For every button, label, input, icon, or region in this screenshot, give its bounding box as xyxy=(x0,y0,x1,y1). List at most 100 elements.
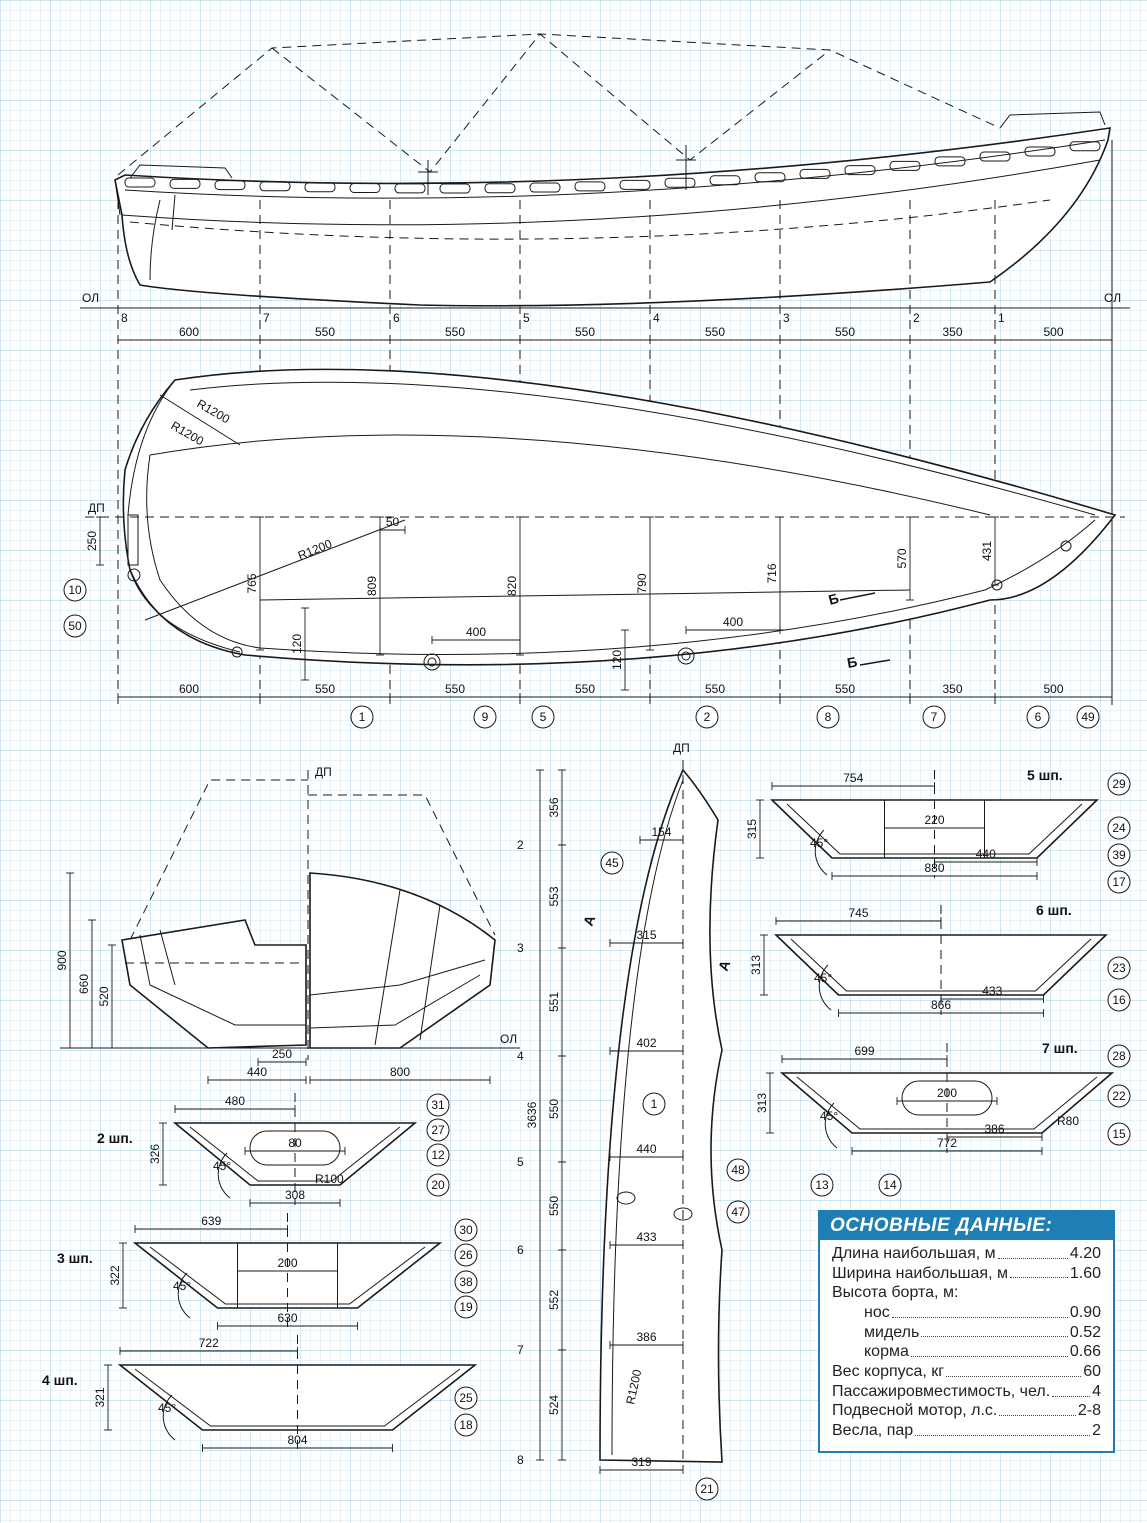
frame-height: 322 xyxy=(108,1265,122,1285)
callout-18-label: 18 xyxy=(459,1418,473,1432)
bottom-spacing: 550 xyxy=(315,682,335,696)
profile-spacing: 550 xyxy=(705,325,725,339)
bottom-spacing: 550 xyxy=(705,682,725,696)
frame-height: 313 xyxy=(755,1093,769,1113)
bottom-spacing: 550 xyxy=(575,682,595,696)
body-centerline-label: ДП xyxy=(315,765,332,779)
span-dim: 400 xyxy=(723,615,743,629)
callout-6: 6 xyxy=(1026,705,1050,729)
callout-30-label: 30 xyxy=(459,1223,473,1237)
frame-title: 6 шп. xyxy=(1036,902,1072,918)
callout-49-label: 49 xyxy=(1081,710,1095,724)
callout-15-label: 15 xyxy=(1112,1127,1126,1141)
body-height: 900 xyxy=(55,950,69,970)
frame-height: 321 xyxy=(93,1387,107,1407)
frame-inner-width: 80 xyxy=(288,1136,302,1150)
callout-10-label: 10 xyxy=(68,583,82,597)
body-sections xyxy=(60,770,520,1060)
body-width: 800 xyxy=(390,1065,410,1079)
spec-value: 60 xyxy=(1083,1363,1101,1381)
callout-8: 8 xyxy=(816,705,840,729)
callout-12-label: 12 xyxy=(431,1148,445,1162)
spec-value: 0.52 xyxy=(1069,1323,1101,1341)
callout-1: 1 xyxy=(642,1092,666,1116)
spec-value: 1.60 xyxy=(1069,1264,1101,1282)
spec-label: Подвесной мотор, л.с. xyxy=(832,1402,998,1420)
fender xyxy=(439,183,471,194)
callout-14-label: 14 xyxy=(883,1178,897,1192)
callout-31: 31 xyxy=(426,1093,450,1117)
spec-row: мидель 0.52 xyxy=(820,1323,1113,1343)
callout-38: 38 xyxy=(454,1270,478,1294)
callout-48-label: 48 xyxy=(731,1163,745,1177)
frame-bottom-width: 630 xyxy=(277,1311,297,1325)
frame-top-width: 745 xyxy=(848,906,868,920)
frame-half-width: 386 xyxy=(984,1122,1004,1136)
frame-angle: 45° xyxy=(814,971,832,985)
bottom-half-width: 440 xyxy=(636,1142,656,1156)
frame-height: 313 xyxy=(749,955,763,975)
fender xyxy=(889,160,921,171)
callout-13: 13 xyxy=(810,1173,834,1197)
fender xyxy=(664,177,696,188)
frame-inner-width: 200 xyxy=(277,1256,297,1270)
fender xyxy=(979,151,1011,162)
profile-spacing: 350 xyxy=(942,325,962,339)
bottom-spacing: 600 xyxy=(179,682,199,696)
callout-5: 5 xyxy=(531,705,555,729)
fender xyxy=(574,181,606,192)
spec-label: мидель xyxy=(864,1323,920,1341)
bottom-half-width: 154 xyxy=(651,825,671,839)
frame-title: 3 шп. xyxy=(57,1250,93,1266)
baseline-label-right: ОЛ xyxy=(1104,291,1121,305)
profile-spacing: 550 xyxy=(575,325,595,339)
callout-25-label: 25 xyxy=(459,1391,473,1405)
callout-8-label: 8 xyxy=(825,710,832,724)
fender xyxy=(394,183,426,194)
fender xyxy=(754,172,786,183)
callout-1-label: 1 xyxy=(651,1097,658,1111)
half-breadth: 716 xyxy=(765,563,779,583)
spec-leader xyxy=(915,1434,1091,1436)
half-breadth: 570 xyxy=(895,548,909,568)
frame-bottom-width: 772 xyxy=(937,1136,957,1150)
spec-label: корма xyxy=(864,1343,909,1361)
callout-29: 29 xyxy=(1107,772,1131,796)
bottom-half-width: 315 xyxy=(636,928,656,942)
fender xyxy=(484,183,516,194)
callout-24: 24 xyxy=(1107,816,1131,840)
callout-20-label: 20 xyxy=(431,1178,445,1192)
callout-12: 12 xyxy=(426,1143,450,1167)
spec-label: Ширина наибольшая, м xyxy=(832,1264,1008,1282)
frame-number-6: 6 xyxy=(393,311,400,325)
spec-leader xyxy=(921,1336,1068,1338)
frame-half-width: 440 xyxy=(976,847,996,861)
callout-27-label: 27 xyxy=(431,1123,445,1137)
bottom-frame-number-6: 6 xyxy=(517,1243,524,1257)
span-dim: 400 xyxy=(466,625,486,639)
callout-47-label: 47 xyxy=(731,1205,745,1219)
frame-height: 315 xyxy=(745,819,759,839)
callout-39-label: 39 xyxy=(1112,848,1126,862)
callout-6-label: 6 xyxy=(1035,710,1042,724)
callout-38-label: 38 xyxy=(459,1275,473,1289)
bottom-plan-centerline-label: ДП xyxy=(673,741,690,755)
fender xyxy=(124,177,156,188)
callout-29-label: 29 xyxy=(1112,777,1126,791)
frame-angle: 45° xyxy=(173,1279,191,1293)
callout-16-label: 16 xyxy=(1112,993,1126,1007)
frame-radius: R80 xyxy=(1057,1114,1079,1128)
frame-number-4: 4 xyxy=(653,311,660,325)
body-height: 520 xyxy=(97,986,111,1006)
spec-leader xyxy=(997,1257,1068,1259)
callout-27: 27 xyxy=(426,1118,450,1142)
callout-24-label: 24 xyxy=(1112,821,1126,835)
spec-row: Ширина наибольшая, м 1.60 xyxy=(820,1264,1113,1284)
